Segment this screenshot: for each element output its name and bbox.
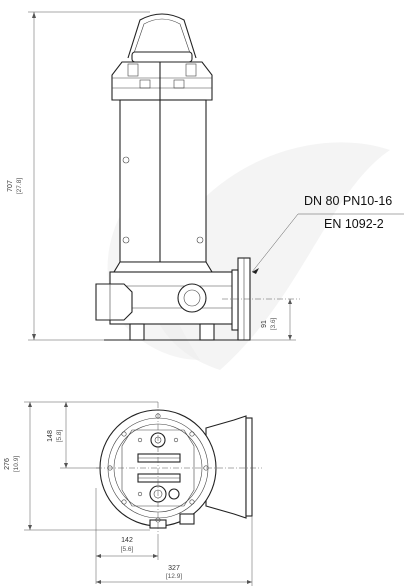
lifting-handle (127, 13, 197, 59)
pump-side-view (95, 13, 300, 341)
total-width-value: 327 (168, 565, 180, 572)
top-offset-inch: [5.8] (56, 429, 63, 442)
dimension-flange-height: 91 [3.6] (250, 299, 296, 341)
center-offset-inch: [5.6] (121, 546, 134, 553)
overall-height-value: 707 (7, 180, 14, 192)
total-width-inch: [12.9] (166, 573, 182, 580)
overall-height-inch: [27.8] (16, 178, 23, 194)
motor-head (111, 61, 213, 101)
center-offset-value: 142 (121, 537, 133, 544)
total-depth-inch: [10.9] (13, 456, 20, 472)
callout-line-1: DN 80 PN10-16 (304, 194, 392, 208)
flange-callout: DN 80 PN10-16 EN 1092-2 (251, 194, 404, 274)
motor-body (119, 99, 207, 263)
pump-top-view (96, 402, 262, 534)
top-offset-value: 148 (47, 430, 54, 442)
callout-line-2: EN 1092-2 (324, 217, 384, 231)
dimension-total-width: 327 [12.9] (96, 516, 253, 586)
flange-height-inch: [3.6] (270, 317, 277, 330)
total-depth-value: 276 (4, 458, 11, 470)
flange-height-value: 91 (261, 320, 268, 328)
top-cap (131, 51, 193, 63)
dimension-center-offset: 142 [5.6] (95, 488, 159, 584)
center-boss (177, 283, 207, 313)
dimension-overall-height: 707 [27.8] (7, 11, 150, 341)
dimension-top-offset: 148 [5.8] (47, 401, 158, 469)
dimension-total-depth: 276 [10.9] (4, 401, 150, 531)
side-lug (95, 283, 133, 321)
